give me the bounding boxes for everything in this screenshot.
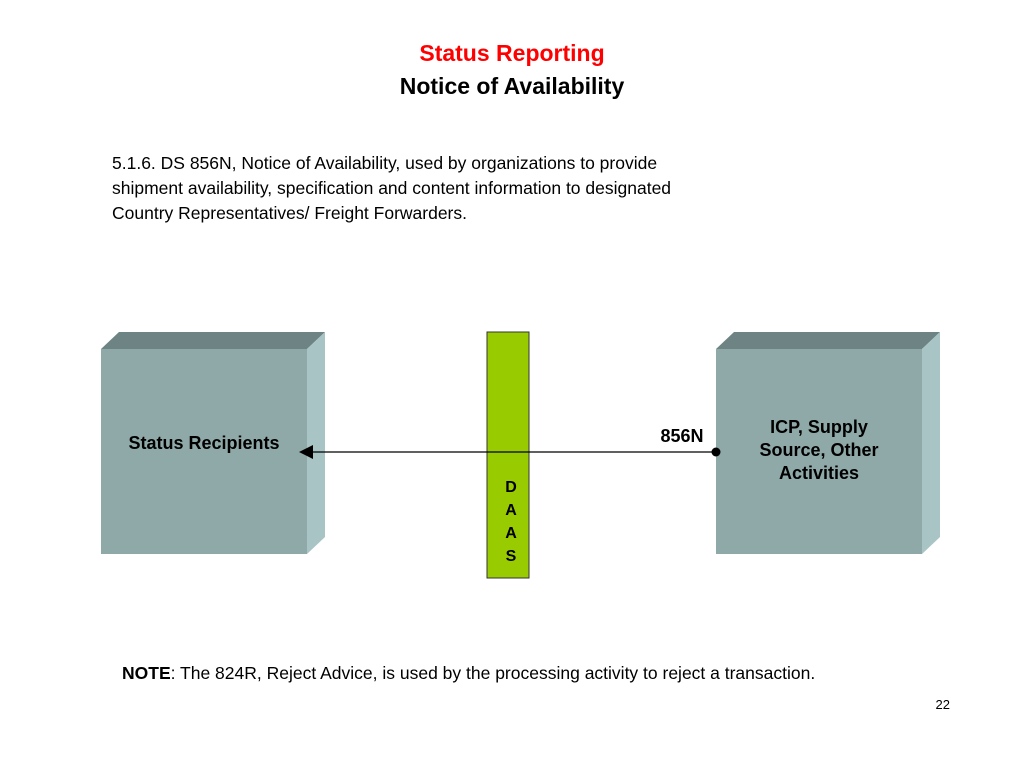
daas-letter: D xyxy=(505,479,517,496)
note-label: NOTE xyxy=(122,663,171,683)
box-label-line: ICP, Supply xyxy=(770,417,868,437)
title-notice-of-availability: Notice of Availability xyxy=(399,73,625,99)
description-line: shipment availability, specification and… xyxy=(112,178,672,198)
daas-bar xyxy=(486,331,530,579)
daas-letter: S xyxy=(506,548,517,565)
box-front-face xyxy=(716,349,922,554)
box-label-line: Activities xyxy=(778,463,860,483)
box-front-face xyxy=(101,349,307,554)
icp-supply-source-label: ICP, Supply Source, Other Activities xyxy=(716,416,922,485)
note-text: NOTE: The 824R, Reject Advice, is used b… xyxy=(122,663,815,684)
status-recipients-box xyxy=(101,332,325,554)
status-recipients-label: Status Recipients xyxy=(101,432,307,455)
box-side-face xyxy=(922,332,940,554)
box-top-face xyxy=(101,332,325,349)
icp-supply-source-box xyxy=(716,332,940,554)
description-paragraph: 5.1.6. DS 856N, Notice of Availability, … xyxy=(112,151,762,226)
page-number: 22 xyxy=(935,697,950,712)
note-body: : The 824R, Reject Advice, is used by th… xyxy=(170,663,816,683)
daas-letter: A xyxy=(505,525,517,542)
description-line: Country Representatives/ Freight Forward… xyxy=(112,203,467,223)
arrowhead-icon xyxy=(299,445,313,459)
box-side-face xyxy=(307,332,325,554)
description-line: 5.1.6. DS 856N, Notice of Availability, … xyxy=(112,153,658,173)
arrow-origin-dot-icon xyxy=(711,447,721,457)
box-label-text: Status Recipients xyxy=(128,433,280,453)
box-label-line: Source, Other xyxy=(759,440,879,460)
arrow-label-856n: 856N xyxy=(660,426,703,446)
title-status-reporting: Status Reporting xyxy=(419,40,605,66)
box-top-face xyxy=(716,332,940,349)
daas-letter: A xyxy=(505,502,517,519)
